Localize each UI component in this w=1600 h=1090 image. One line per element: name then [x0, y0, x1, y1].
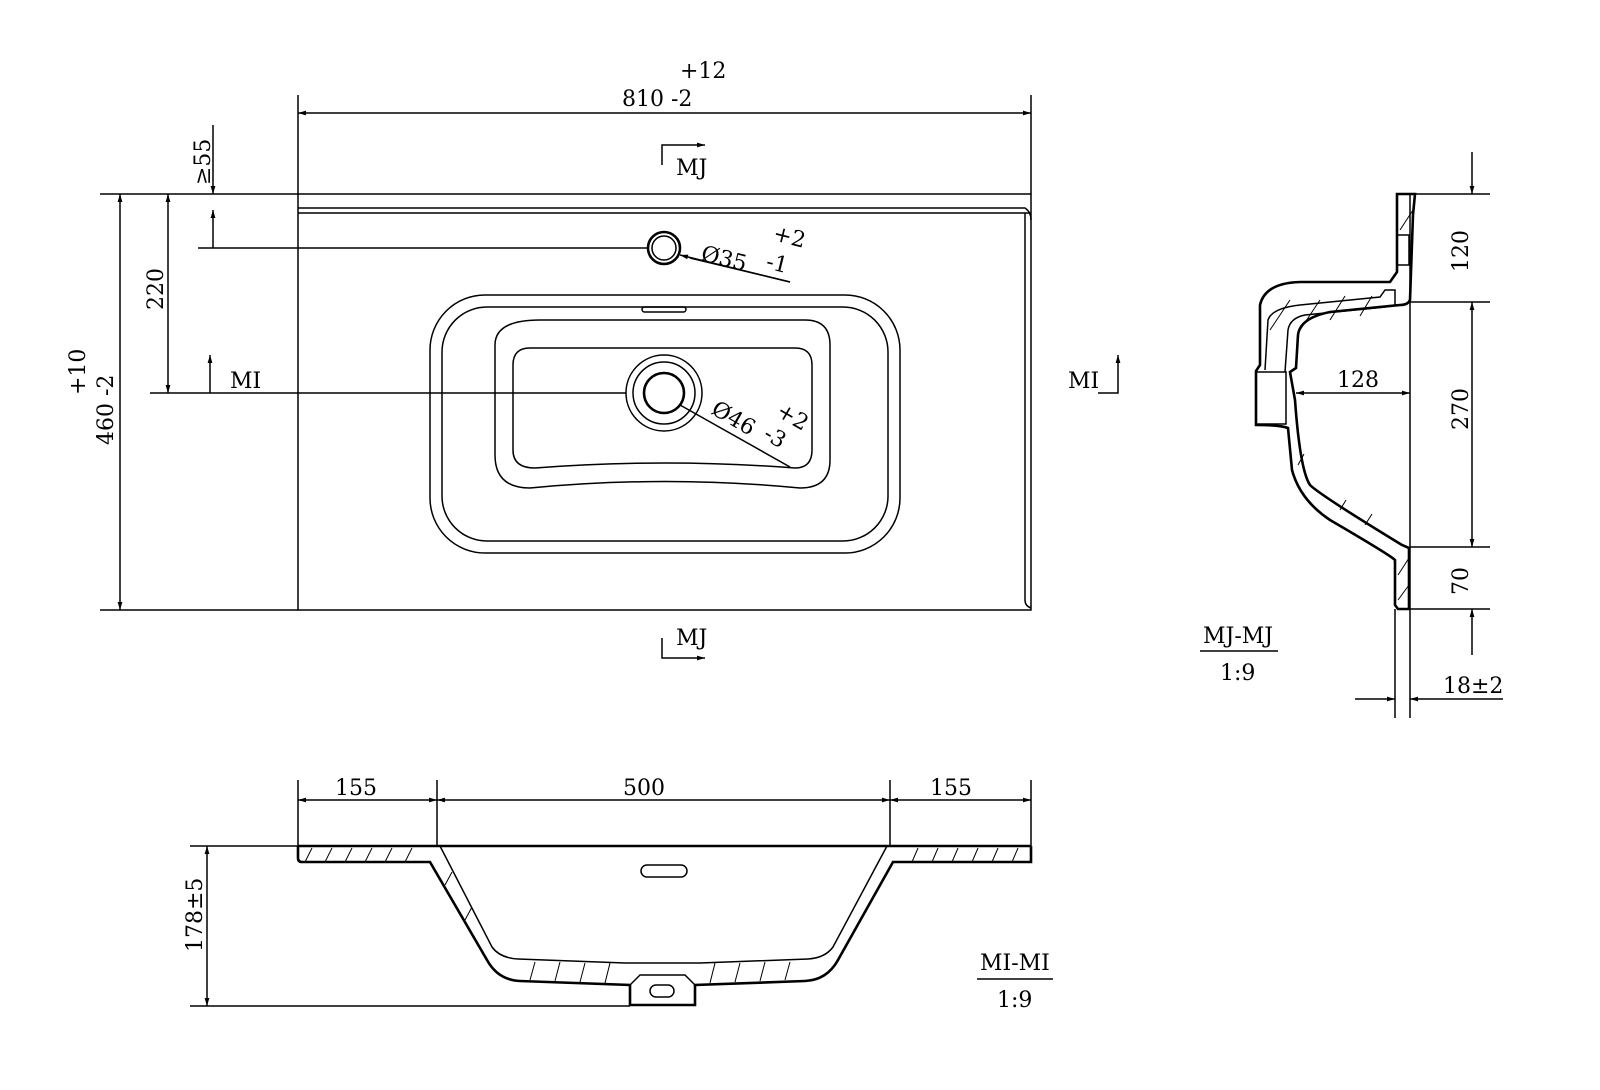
dim-bottom-70: 70 — [1449, 567, 1474, 595]
section-title-mj: MJ-MJ — [1203, 624, 1273, 649]
bowl-outer-rim — [429, 294, 901, 554]
section-mark-mi-left: MI — [230, 369, 261, 394]
depth-tolerance-upper: +10 — [66, 349, 91, 395]
front-profile — [296, 846, 1033, 1007]
side-section-view: 120 270 70 128 18±2 MJ-MJ 1:9 — [1200, 152, 1503, 718]
overflow-slot — [641, 306, 687, 313]
section-title-mi: MI-MI — [980, 951, 1050, 976]
height-dimension: 178±5 — [183, 878, 208, 952]
section-mark-mj-bottom: MJ — [676, 626, 707, 651]
width-tolerance-upper: +12 — [680, 59, 726, 84]
min-edge-distance: ≥55 — [191, 139, 216, 185]
drain-hole — [625, 354, 703, 432]
tap-distance: 220 — [144, 268, 169, 310]
front-section-view: 155 500 155 178±5 MI-MI 1:9 — [183, 776, 1053, 1013]
bowl-basin — [494, 319, 831, 489]
basin-outline — [297, 193, 1032, 611]
depth-dimension: 460 -2 — [94, 375, 119, 445]
thickness-dimension: 18±2 — [1443, 674, 1503, 699]
left-ledge-dimension: 155 — [335, 776, 377, 801]
right-ledge-dimension: 155 — [930, 776, 972, 801]
section-mark-mj-top: MJ — [676, 156, 707, 181]
side-profile — [1254, 192, 1417, 611]
overflow-slot-section — [640, 864, 688, 878]
top-view: +12 810 -2 MJ MJ +10 460 -2 220 ≥55 MI M… — [66, 59, 1121, 661]
section-scale-mi: 1:9 — [997, 988, 1032, 1013]
bowl-width-dimension: 500 — [623, 776, 665, 801]
tap-hole — [646, 230, 682, 266]
dim-middle-270: 270 — [1449, 388, 1474, 430]
tap-hole-tol-lower: -1 — [764, 250, 791, 279]
dim-top-120: 120 — [1449, 230, 1474, 272]
section-scale-mj: 1:9 — [1220, 661, 1255, 686]
tap-hole-diameter: Ø35 — [699, 242, 750, 277]
width-dimension: 810 -2 — [622, 87, 692, 112]
section-mark-mi-right: MI — [1068, 369, 1099, 394]
dim-depth-128: 128 — [1337, 368, 1379, 393]
tap-hole-tol-upper: +2 — [771, 222, 809, 254]
